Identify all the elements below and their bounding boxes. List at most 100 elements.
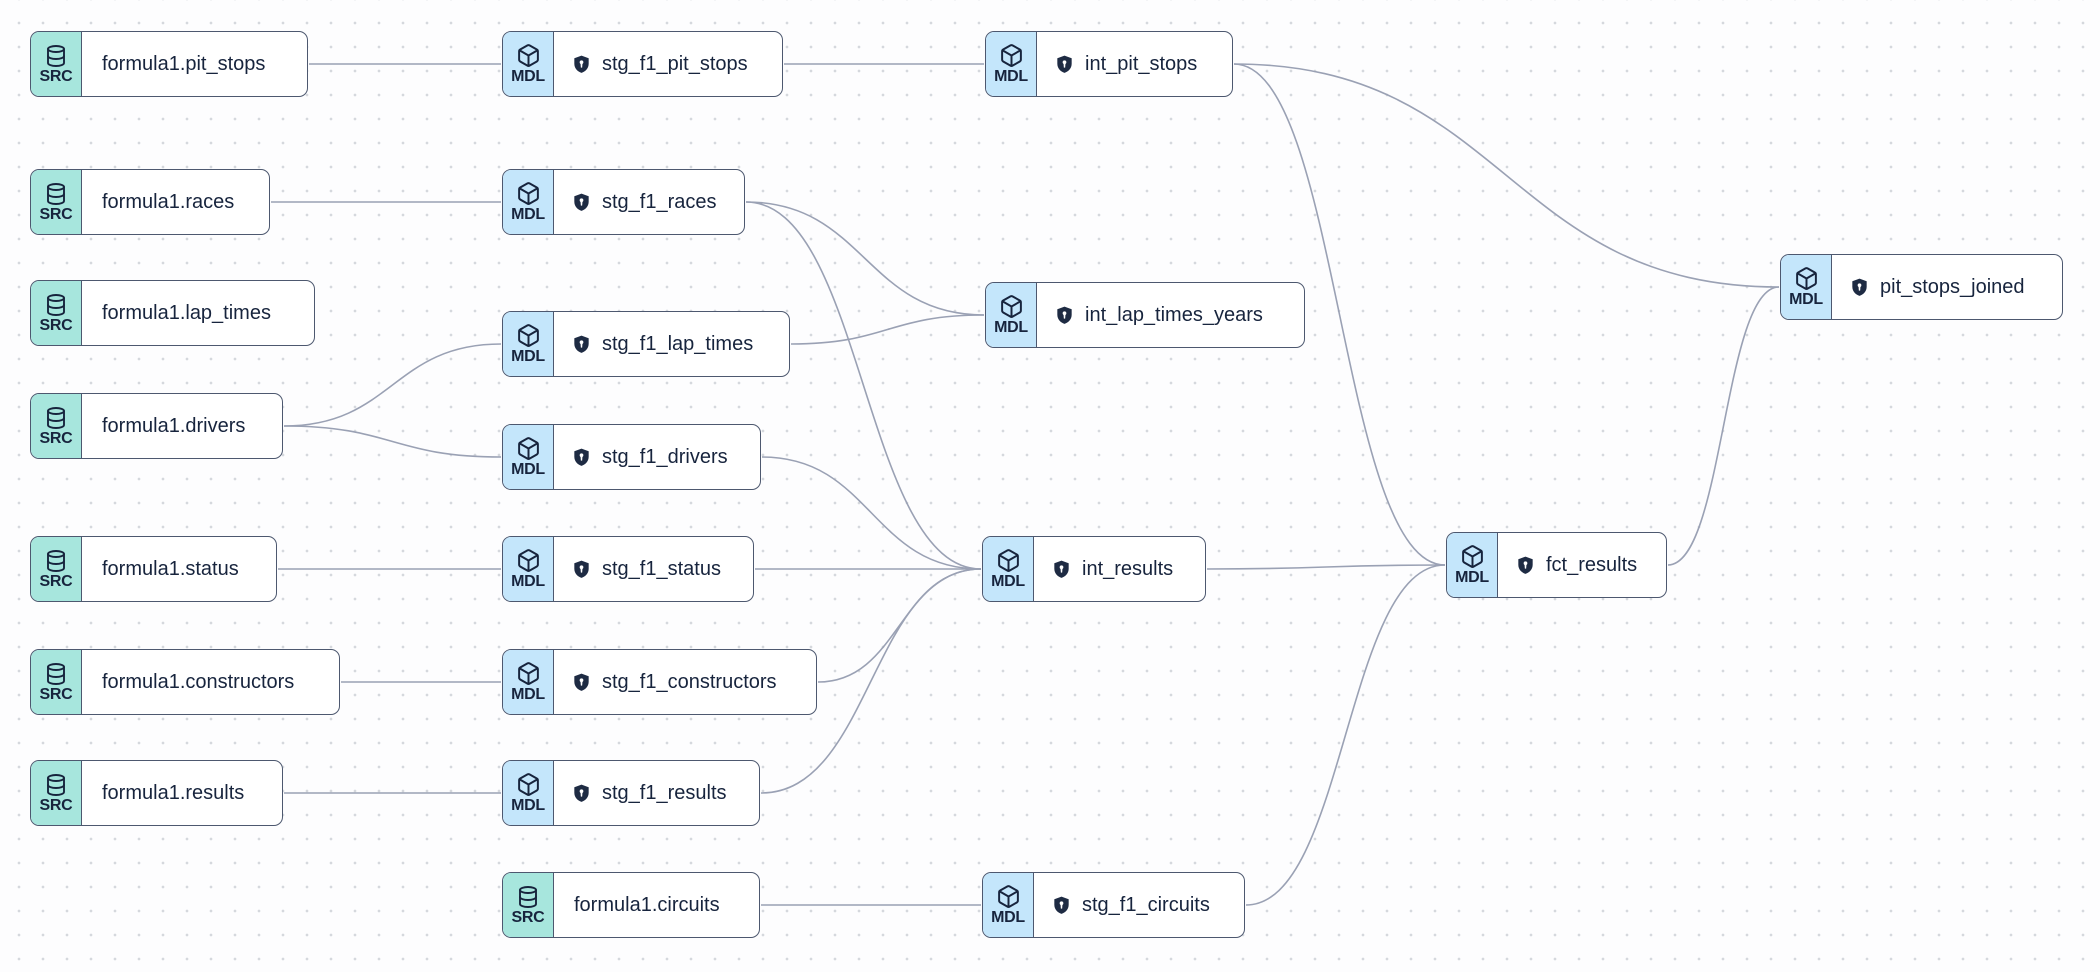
node-type-badge: SRC <box>31 761 82 825</box>
lineage-node-stg-drivers[interactable]: MDL stg_f1_drivers <box>502 424 761 490</box>
node-body: stg_f1_status <box>554 537 753 601</box>
shield-icon <box>1051 559 1072 580</box>
shield-icon <box>571 672 592 693</box>
lineage-node-src-races[interactable]: SRC formula1.races <box>30 169 270 235</box>
edge-stg-races-to-int-results <box>745 201 982 570</box>
lineage-node-int-lap-times-years[interactable]: MDL int_lap_times_years <box>985 282 1305 348</box>
node-badge-label: MDL <box>511 461 545 478</box>
node-badge-label: MDL <box>511 573 545 590</box>
lineage-node-stg-lap-times[interactable]: MDL stg_f1_lap_times <box>502 311 790 377</box>
node-body: stg_f1_constructors <box>554 650 816 714</box>
node-label: stg_f1_drivers <box>602 445 728 468</box>
node-type-badge: MDL <box>503 32 554 96</box>
node-body: formula1.lap_times <box>82 281 314 345</box>
node-type-badge: MDL <box>986 32 1037 96</box>
cube-icon <box>1794 266 1819 291</box>
node-type-badge: SRC <box>31 537 82 601</box>
shield-icon <box>571 334 592 355</box>
node-badge-label: MDL <box>511 797 545 814</box>
cube-icon <box>996 884 1021 909</box>
shield-icon <box>1054 305 1075 326</box>
node-badge-label: SRC <box>39 685 73 703</box>
lineage-node-stg-constructors[interactable]: MDL stg_f1_constructors <box>502 649 817 715</box>
lineage-node-src-lap-times[interactable]: SRC formula1.lap_times <box>30 280 315 346</box>
node-label: formula1.status <box>102 557 239 580</box>
shield-icon <box>1054 54 1075 75</box>
lineage-node-stg-races[interactable]: MDL stg_f1_races <box>502 169 745 235</box>
cube-icon <box>999 294 1024 319</box>
cube-icon <box>516 548 541 573</box>
lineage-node-src-circuits[interactable]: SRC formula1.circuits <box>502 872 760 938</box>
node-body: stg_f1_pit_stops <box>554 32 782 96</box>
lineage-node-src-pit-stops[interactable]: SRC formula1.pit_stops <box>30 31 308 97</box>
lineage-node-fct-results[interactable]: MDL fct_results <box>1446 532 1667 598</box>
node-label: formula1.circuits <box>574 893 720 916</box>
node-badge-label: MDL <box>1789 291 1823 308</box>
database-icon <box>44 182 68 206</box>
node-type-badge: SRC <box>31 650 82 714</box>
edge-stg-races-to-int-lap-times-years <box>745 201 985 316</box>
edge-fct-results-to-pit-stops-joined <box>1667 286 1780 566</box>
database-icon <box>44 406 68 430</box>
edge-stg-lap-times-to-int-lap-times-years <box>790 314 985 345</box>
node-badge-label: MDL <box>994 68 1028 85</box>
node-type-badge: MDL <box>503 425 554 489</box>
node-type-badge: SRC <box>503 873 554 937</box>
lineage-node-int-pit-stops[interactable]: MDL int_pit_stops <box>985 31 1233 97</box>
node-body: formula1.races <box>82 170 269 234</box>
lineage-node-stg-results[interactable]: MDL stg_f1_results <box>502 760 760 826</box>
node-type-badge: SRC <box>31 32 82 96</box>
node-label: formula1.pit_stops <box>102 52 266 75</box>
node-label: stg_f1_lap_times <box>602 332 754 355</box>
lineage-node-src-constructors[interactable]: SRC formula1.constructors <box>30 649 340 715</box>
node-body: formula1.results <box>82 761 282 825</box>
node-badge-label: SRC <box>39 205 73 223</box>
shield-icon <box>1515 555 1536 576</box>
lineage-node-src-status[interactable]: SRC formula1.status <box>30 536 277 602</box>
cube-icon <box>999 43 1024 68</box>
node-body: pit_stops_joined <box>1832 255 2062 319</box>
cube-icon <box>516 43 541 68</box>
node-label: int_pit_stops <box>1085 52 1198 75</box>
node-label: stg_f1_constructors <box>602 670 777 693</box>
node-label: formula1.constructors <box>102 670 295 693</box>
edge-int-results-to-fct-results <box>1206 564 1446 570</box>
lineage-node-pit-stops-joined[interactable]: MDL pit_stops_joined <box>1780 254 2063 320</box>
node-label: formula1.results <box>102 781 245 804</box>
node-body: formula1.constructors <box>82 650 339 714</box>
node-type-badge: SRC <box>31 281 82 345</box>
node-label: formula1.drivers <box>102 414 246 437</box>
lineage-node-src-results[interactable]: SRC formula1.results <box>30 760 283 826</box>
edge-src-drivers-to-stg-drivers <box>283 425 502 458</box>
shield-icon <box>571 192 592 213</box>
node-badge-label: SRC <box>39 796 73 814</box>
lineage-node-stg-circuits[interactable]: MDL stg_f1_circuits <box>982 872 1245 938</box>
node-body: stg_f1_circuits <box>1034 873 1244 937</box>
node-label: stg_f1_status <box>602 557 721 580</box>
node-badge-label: MDL <box>511 206 545 223</box>
lineage-node-src-drivers[interactable]: SRC formula1.drivers <box>30 393 283 459</box>
edge-stg-circuits-to-fct-results <box>1245 564 1446 906</box>
node-type-badge: MDL <box>503 761 554 825</box>
lineage-node-stg-status[interactable]: MDL stg_f1_status <box>502 536 754 602</box>
edge-stg-constructors-to-int-results <box>817 568 982 683</box>
node-badge-label: MDL <box>994 319 1028 336</box>
node-type-badge: MDL <box>986 283 1037 347</box>
database-icon <box>44 773 68 797</box>
node-label: stg_f1_races <box>602 190 717 213</box>
cube-icon <box>516 436 541 461</box>
node-type-badge: MDL <box>503 312 554 376</box>
node-badge-label: MDL <box>511 348 545 365</box>
lineage-node-int-results[interactable]: MDL int_results <box>982 536 1206 602</box>
shield-icon <box>571 54 592 75</box>
node-label: int_results <box>1082 557 1174 580</box>
edge-int-pit-stops-to-pit-stops-joined <box>1233 63 1780 288</box>
database-icon <box>44 662 68 686</box>
lineage-node-stg-pit-stops[interactable]: MDL stg_f1_pit_stops <box>502 31 783 97</box>
node-label: formula1.lap_times <box>102 301 271 324</box>
node-type-badge: MDL <box>503 537 554 601</box>
cube-icon <box>516 181 541 206</box>
node-body: formula1.circuits <box>554 873 759 937</box>
node-type-badge: SRC <box>31 170 82 234</box>
